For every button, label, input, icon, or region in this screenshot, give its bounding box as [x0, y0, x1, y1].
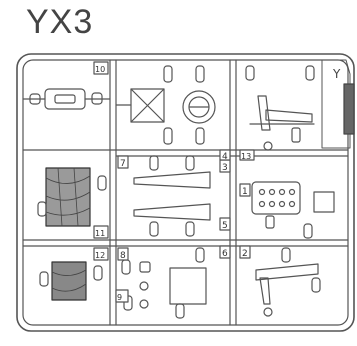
tag-9: 9 [115, 289, 129, 303]
part-2 [251, 181, 335, 239]
part-11 [22, 88, 111, 110]
tag-12: 12 [93, 247, 109, 261]
svg-text:11: 11 [95, 229, 105, 238]
frame-letter: Y [332, 67, 341, 81]
svg-text:3: 3 [222, 163, 228, 173]
tag-5: 5 [219, 217, 231, 231]
tag-6: 6 [219, 245, 231, 259]
part-1 [245, 65, 315, 151]
runner-grid [22, 59, 349, 326]
part-8 [115, 65, 173, 145]
svg-text:10: 10 [95, 65, 105, 74]
part-13 [39, 261, 103, 301]
part-7 [169, 247, 207, 319]
svg-text:5: 5 [222, 221, 228, 231]
svg-text:2: 2 [242, 249, 248, 259]
part-number-tags: 1 2 3 4 5 6 7 8 9 10 11 12 13 [93, 61, 255, 303]
svg-text:12: 12 [95, 251, 105, 260]
tag-10: 10 [93, 61, 109, 75]
part-5-6 [133, 155, 211, 237]
tag-13: 13 [239, 149, 255, 161]
tag-7: 7 [117, 155, 129, 169]
tag-11: 11 [93, 225, 109, 239]
svg-text:4: 4 [222, 152, 228, 162]
right-tab: Y [321, 59, 355, 149]
svg-text:7: 7 [120, 159, 126, 169]
part-3 [255, 247, 321, 317]
svg-text:9: 9 [117, 293, 122, 302]
svg-text:8: 8 [120, 251, 126, 261]
tag-1: 1 [239, 183, 251, 197]
svg-text:1: 1 [242, 187, 248, 197]
tag-2: 2 [239, 245, 251, 259]
tag-4: 4 [219, 149, 231, 162]
part-4 [182, 65, 216, 145]
part-12 [37, 167, 107, 227]
tag-8: 8 [117, 247, 129, 261]
outer-frame [16, 53, 355, 332]
svg-text:6: 6 [222, 249, 228, 259]
svg-text:13: 13 [241, 152, 251, 161]
sprue-title: YX3 [26, 3, 94, 41]
